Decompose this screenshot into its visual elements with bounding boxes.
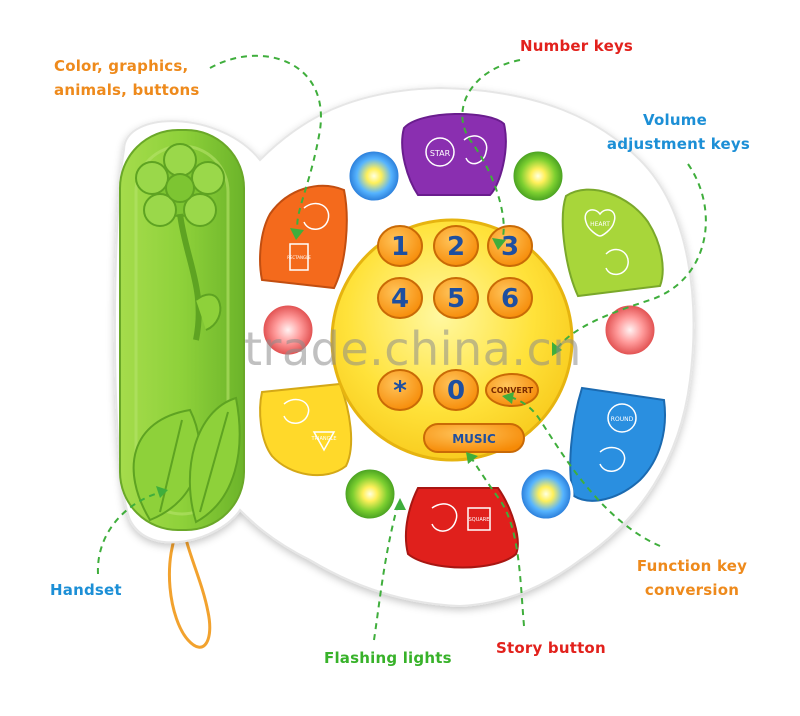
- animal-icon: [431, 503, 458, 532]
- key-label: 0: [447, 376, 465, 406]
- key-2[interactable]: 2: [433, 225, 479, 267]
- petal-top[interactable]: STAR: [401, 112, 507, 196]
- label-line: adjustment keys: [606, 135, 750, 153]
- callout-arrows: [156, 228, 562, 510]
- callout-lines: [96, 54, 707, 641]
- label-line: Color, graphics,: [54, 57, 189, 75]
- label-color-graphics: Color, graphics, animals, buttons: [54, 54, 200, 102]
- label-function-key: Function key conversion: [632, 554, 752, 602]
- label-line: Volume: [643, 111, 707, 129]
- key-3[interactable]: 3: [487, 225, 533, 267]
- number-keys: 1 2 3 4 5 6 * 0 CONVERT MUSIC: [377, 225, 539, 453]
- convert-label: CONVERT: [491, 386, 534, 395]
- label-flashing-lights: Flashing lights: [324, 649, 452, 667]
- petal-right-bottom[interactable]: ROUND: [569, 386, 666, 502]
- rectangle-icon: [289, 243, 309, 271]
- key-label: 4: [391, 284, 409, 314]
- leaf-icon: [132, 396, 241, 524]
- petal-label: TRIANGLE: [311, 436, 337, 442]
- flashing-light: [260, 148, 658, 522]
- label-line: animals, buttons: [54, 81, 200, 99]
- petal-label: HEART: [590, 221, 610, 228]
- animal-icon: [599, 446, 626, 472]
- key-label: 5: [447, 284, 465, 314]
- petal-right-top[interactable]: HEART: [561, 188, 664, 298]
- key-5[interactable]: 5: [433, 277, 479, 319]
- key-star[interactable]: *: [377, 369, 423, 411]
- petal-bottom[interactable]: SQUARE: [404, 487, 519, 569]
- watermark: trade.china.cn: [244, 322, 582, 376]
- music-key[interactable]: MUSIC: [423, 423, 525, 453]
- key-label: 2: [447, 232, 465, 262]
- petal-label: STAR: [430, 149, 451, 158]
- label-line: conversion: [644, 581, 740, 599]
- round-icon: [607, 403, 637, 433]
- label-line: Function key: [636, 557, 748, 575]
- animal-icon: [303, 202, 330, 230]
- key-label: *: [393, 376, 407, 406]
- animal-icon: [463, 135, 488, 165]
- label-volume: Volume adjustment keys: [600, 108, 750, 156]
- label-story-button: Story button: [496, 639, 606, 657]
- animal-icon: [605, 248, 629, 276]
- petal-label: ROUND: [611, 416, 634, 423]
- petal-label: RECTANGLE: [287, 255, 311, 260]
- animal-icon: [283, 398, 310, 424]
- petal-left-bottom[interactable]: TRIANGLE: [259, 382, 353, 477]
- key-label: 1: [391, 232, 409, 262]
- label-number-keys: Number keys: [520, 37, 634, 55]
- key-0[interactable]: 0: [433, 369, 479, 411]
- key-label: 6: [501, 284, 519, 314]
- key-1[interactable]: 1: [377, 225, 423, 267]
- key-4[interactable]: 4: [377, 277, 423, 319]
- handset[interactable]: [119, 129, 245, 531]
- key-6[interactable]: 6: [487, 277, 533, 319]
- flower-icon: [135, 143, 225, 341]
- heart-icon: [584, 209, 616, 237]
- key-label: 3: [501, 232, 519, 262]
- music-label: MUSIC: [452, 432, 496, 446]
- handset-cord: [167, 519, 212, 649]
- square-icon: [467, 507, 491, 531]
- label-handset: Handset: [50, 581, 122, 599]
- convert-key[interactable]: CONVERT: [485, 373, 539, 407]
- petal-label: SQUARE: [469, 517, 490, 523]
- triangle-icon: [312, 431, 336, 452]
